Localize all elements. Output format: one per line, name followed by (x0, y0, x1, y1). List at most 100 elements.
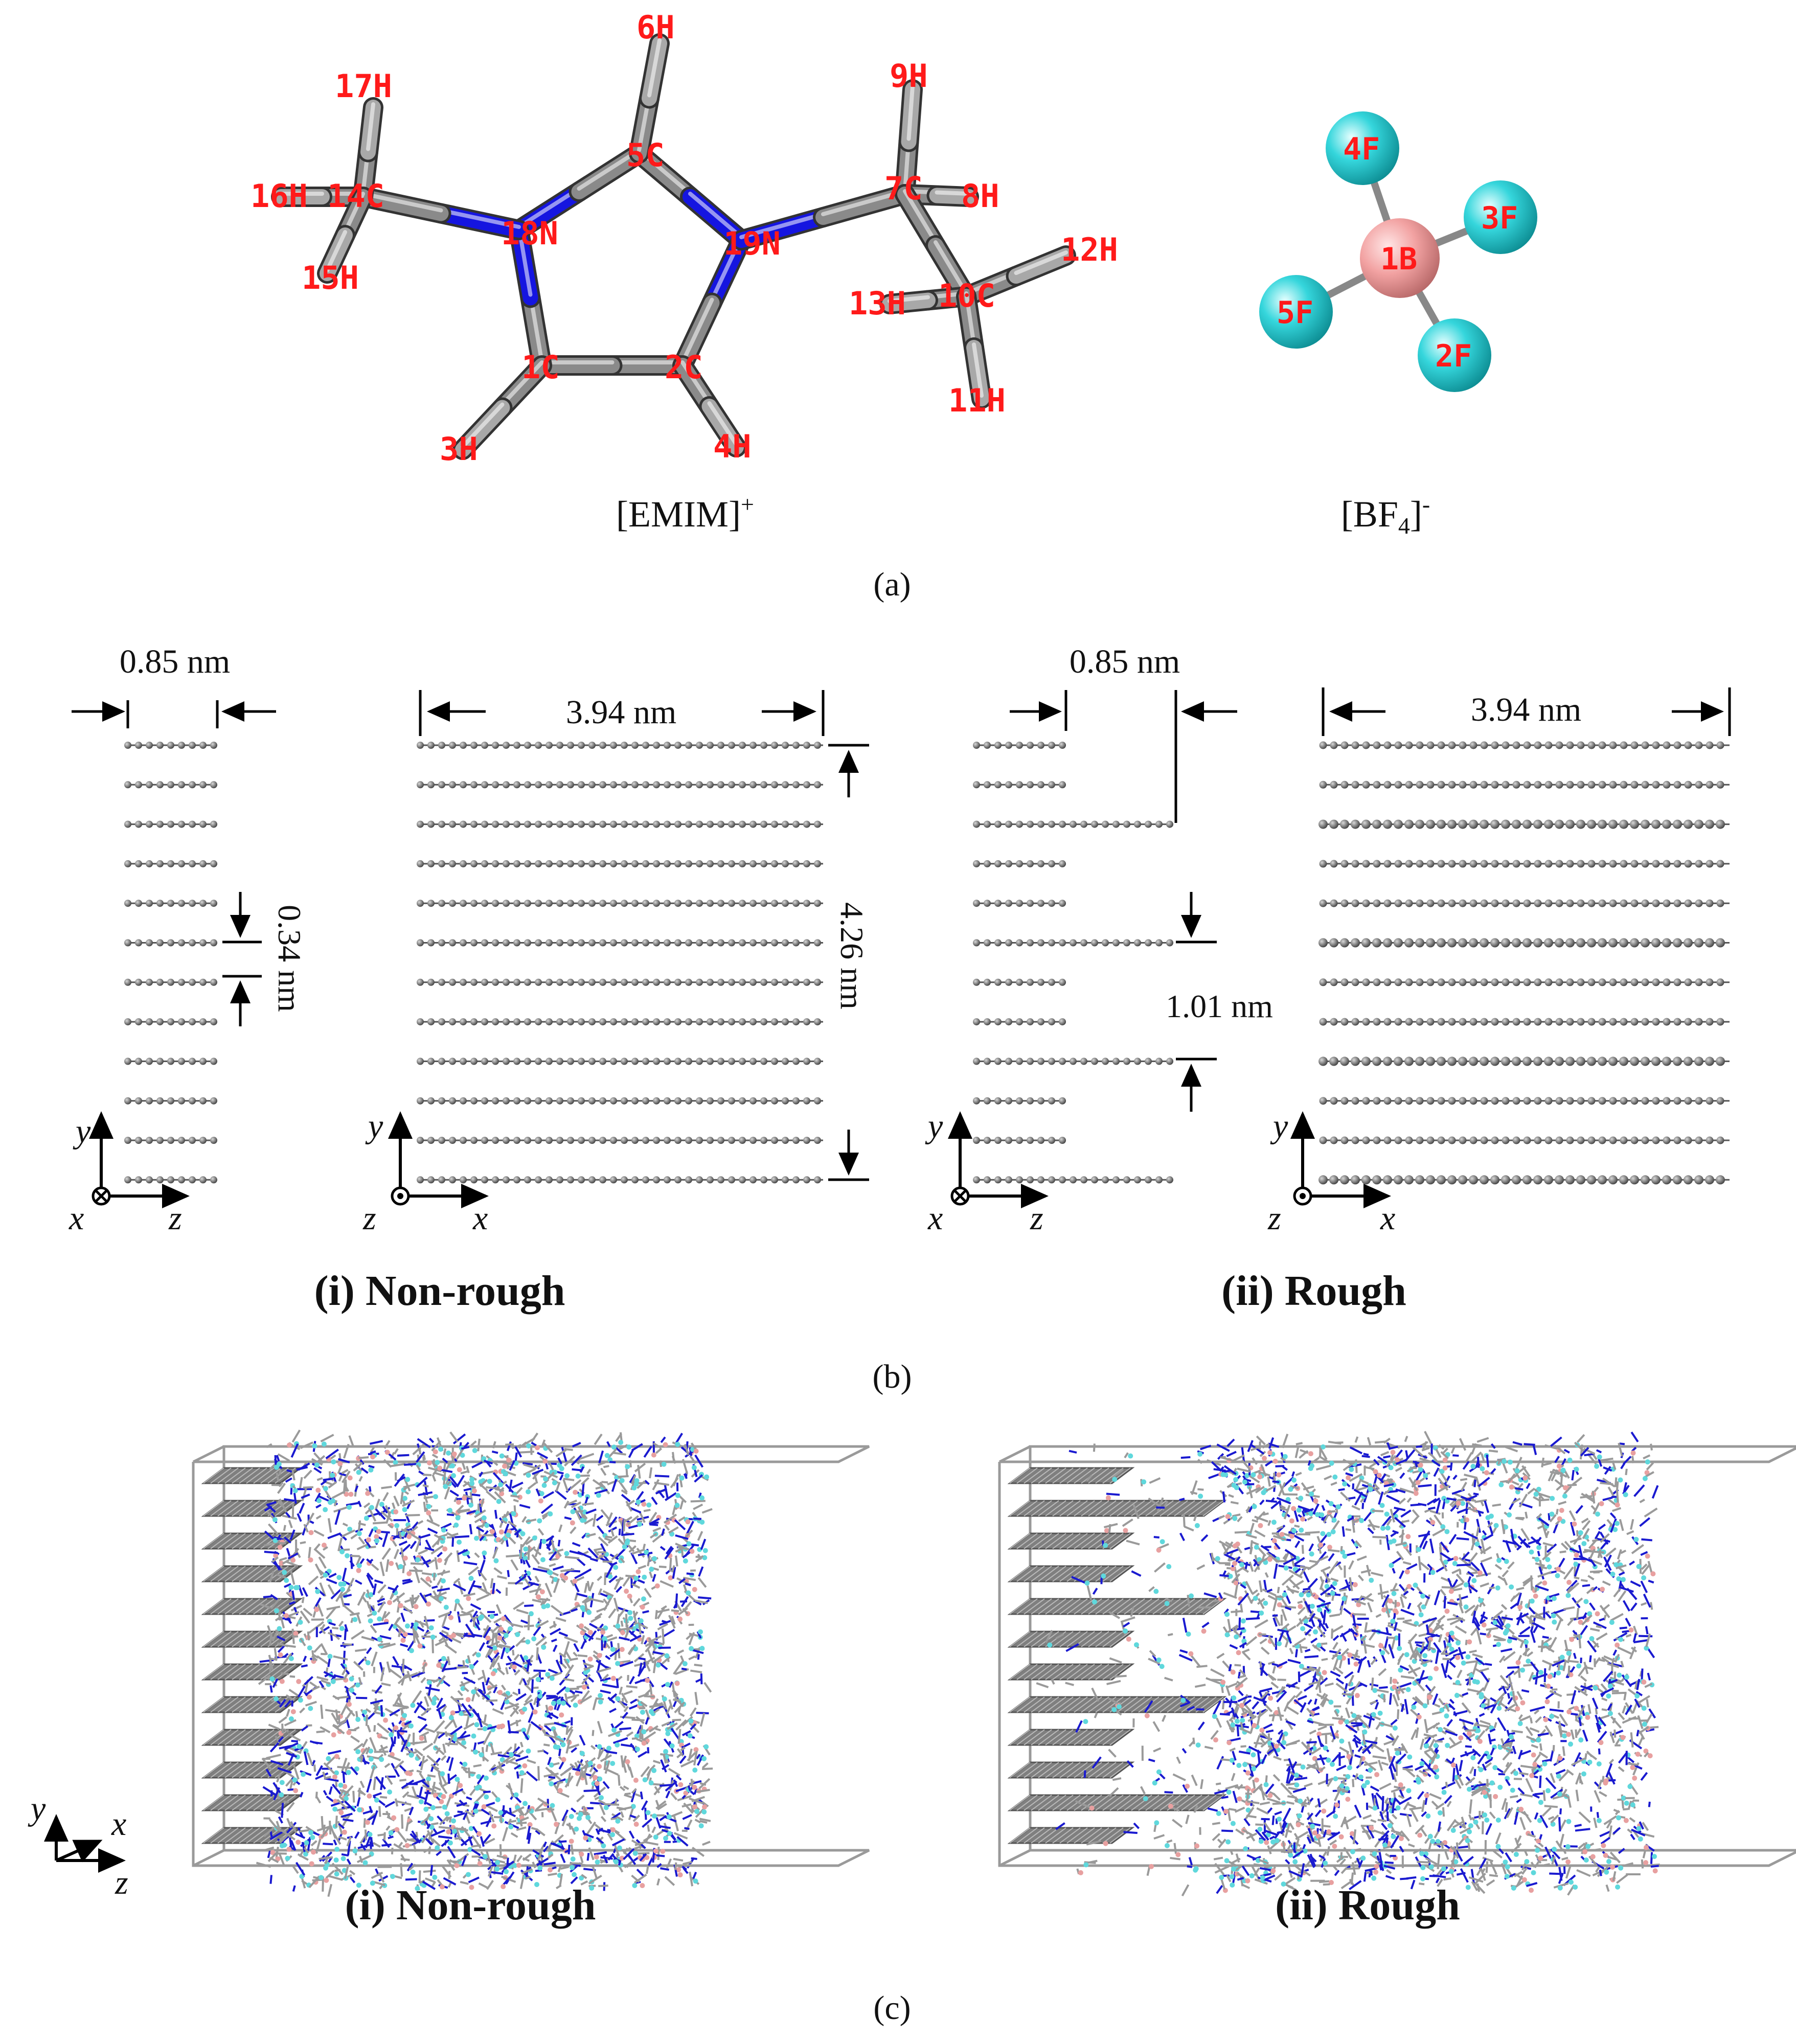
slab-line (203, 1696, 224, 1713)
il-bond (572, 1767, 581, 1772)
carbon-atom (1102, 820, 1109, 828)
carbon-atom (178, 900, 185, 907)
il-atom (316, 1498, 322, 1504)
il-bond (377, 1598, 385, 1603)
il-bond (275, 1616, 282, 1622)
carbon-atom (1027, 781, 1034, 789)
carbon-atom (146, 978, 153, 986)
carbon-atom (1684, 1097, 1692, 1105)
carbon-atom (492, 742, 499, 749)
carbon-atom (685, 1018, 692, 1026)
il-bond (494, 1509, 498, 1519)
il-atom (481, 1804, 487, 1809)
il-bond (648, 1725, 658, 1733)
carbon-atom (417, 978, 424, 986)
il-atom (602, 1638, 608, 1643)
carbon-atom (588, 939, 596, 947)
il-bond (326, 1578, 337, 1584)
il-bond (649, 1467, 653, 1479)
il-bond (652, 1574, 656, 1582)
il-bond (316, 1655, 330, 1666)
carbon-atom (1134, 1058, 1141, 1065)
il-bond (696, 1754, 704, 1766)
il-bond (694, 1692, 698, 1705)
il-bond (570, 1763, 576, 1769)
il-atom (564, 1473, 570, 1479)
il-bond (656, 1863, 662, 1868)
carbon-atom (642, 1176, 649, 1184)
il-bond (613, 1720, 624, 1730)
slab-line (239, 1467, 260, 1484)
il-bond (653, 1442, 662, 1449)
carbon-atom (728, 781, 735, 789)
carbon-atom (1641, 1097, 1649, 1105)
carbon-atom (782, 978, 789, 986)
il-bond (316, 1730, 325, 1733)
carbon-atom (535, 939, 542, 947)
carbon-atom (1490, 1057, 1499, 1066)
il-bond (446, 1859, 456, 1871)
il-bond (284, 1498, 294, 1502)
il-bond (388, 1754, 401, 1761)
carbon-atom (642, 939, 649, 947)
carbon-atom (1641, 938, 1650, 948)
carbon-atom (1555, 1018, 1563, 1026)
caption-a: (a) (873, 566, 911, 603)
carbon-atom (1447, 1057, 1457, 1066)
il-bond (684, 1444, 690, 1456)
il-bond (275, 1735, 279, 1741)
il-bond (611, 1812, 621, 1820)
il-bond (308, 1575, 319, 1586)
carbon-atom (1340, 978, 1349, 986)
carbon-atom (449, 1176, 456, 1184)
carbon-atom (470, 1018, 478, 1026)
il-bond (331, 1491, 344, 1499)
carbon-atom (685, 1097, 692, 1105)
carbon-atom (1037, 1097, 1044, 1105)
il-bond (680, 1548, 684, 1557)
il-bond (529, 1588, 542, 1593)
il-bond (463, 1480, 475, 1489)
carbon-atom (599, 860, 606, 867)
carbon-atom (492, 1176, 499, 1184)
atom-label: 9H (890, 57, 928, 95)
il-atom (613, 1565, 619, 1570)
il-bond (393, 1496, 400, 1507)
slab-line (224, 1598, 246, 1615)
carbon-atom (1362, 978, 1370, 986)
il-atom (277, 1626, 282, 1632)
il-bond (621, 1532, 634, 1536)
carbon-atom (1609, 978, 1617, 986)
carbon-atom (1080, 939, 1087, 947)
carbon-atom (427, 1176, 435, 1184)
carbon-atom (156, 1058, 164, 1065)
il-bond (691, 1857, 697, 1861)
il-atom (538, 1498, 543, 1504)
carbon-atom (567, 1097, 574, 1105)
carbon-atom (728, 860, 735, 867)
carbon-atom (984, 939, 991, 947)
il-atom (309, 1861, 314, 1867)
il-bond (299, 1829, 309, 1833)
carbon-atom (653, 900, 660, 907)
carbon-atom (1512, 978, 1520, 986)
il-atom (572, 1578, 578, 1584)
il-atom (683, 1558, 688, 1564)
slab-line (253, 1467, 275, 1484)
il-atom (559, 1573, 565, 1578)
il-bond (527, 1677, 531, 1686)
il-atom (471, 1733, 476, 1739)
il-atom (426, 1601, 431, 1607)
il-atom (611, 1727, 617, 1733)
il-bond (495, 1604, 502, 1614)
carbon-atom (984, 1018, 991, 1026)
carbon-atom (1651, 1057, 1661, 1066)
il-bond (461, 1789, 466, 1795)
il-bond (575, 1509, 581, 1521)
carbon-atom (1695, 860, 1703, 868)
il-bond (427, 1527, 438, 1534)
il-bond (628, 1448, 634, 1458)
il-bond (676, 1649, 685, 1655)
il-atom (492, 1645, 497, 1651)
carbon-atom (1027, 1176, 1034, 1184)
